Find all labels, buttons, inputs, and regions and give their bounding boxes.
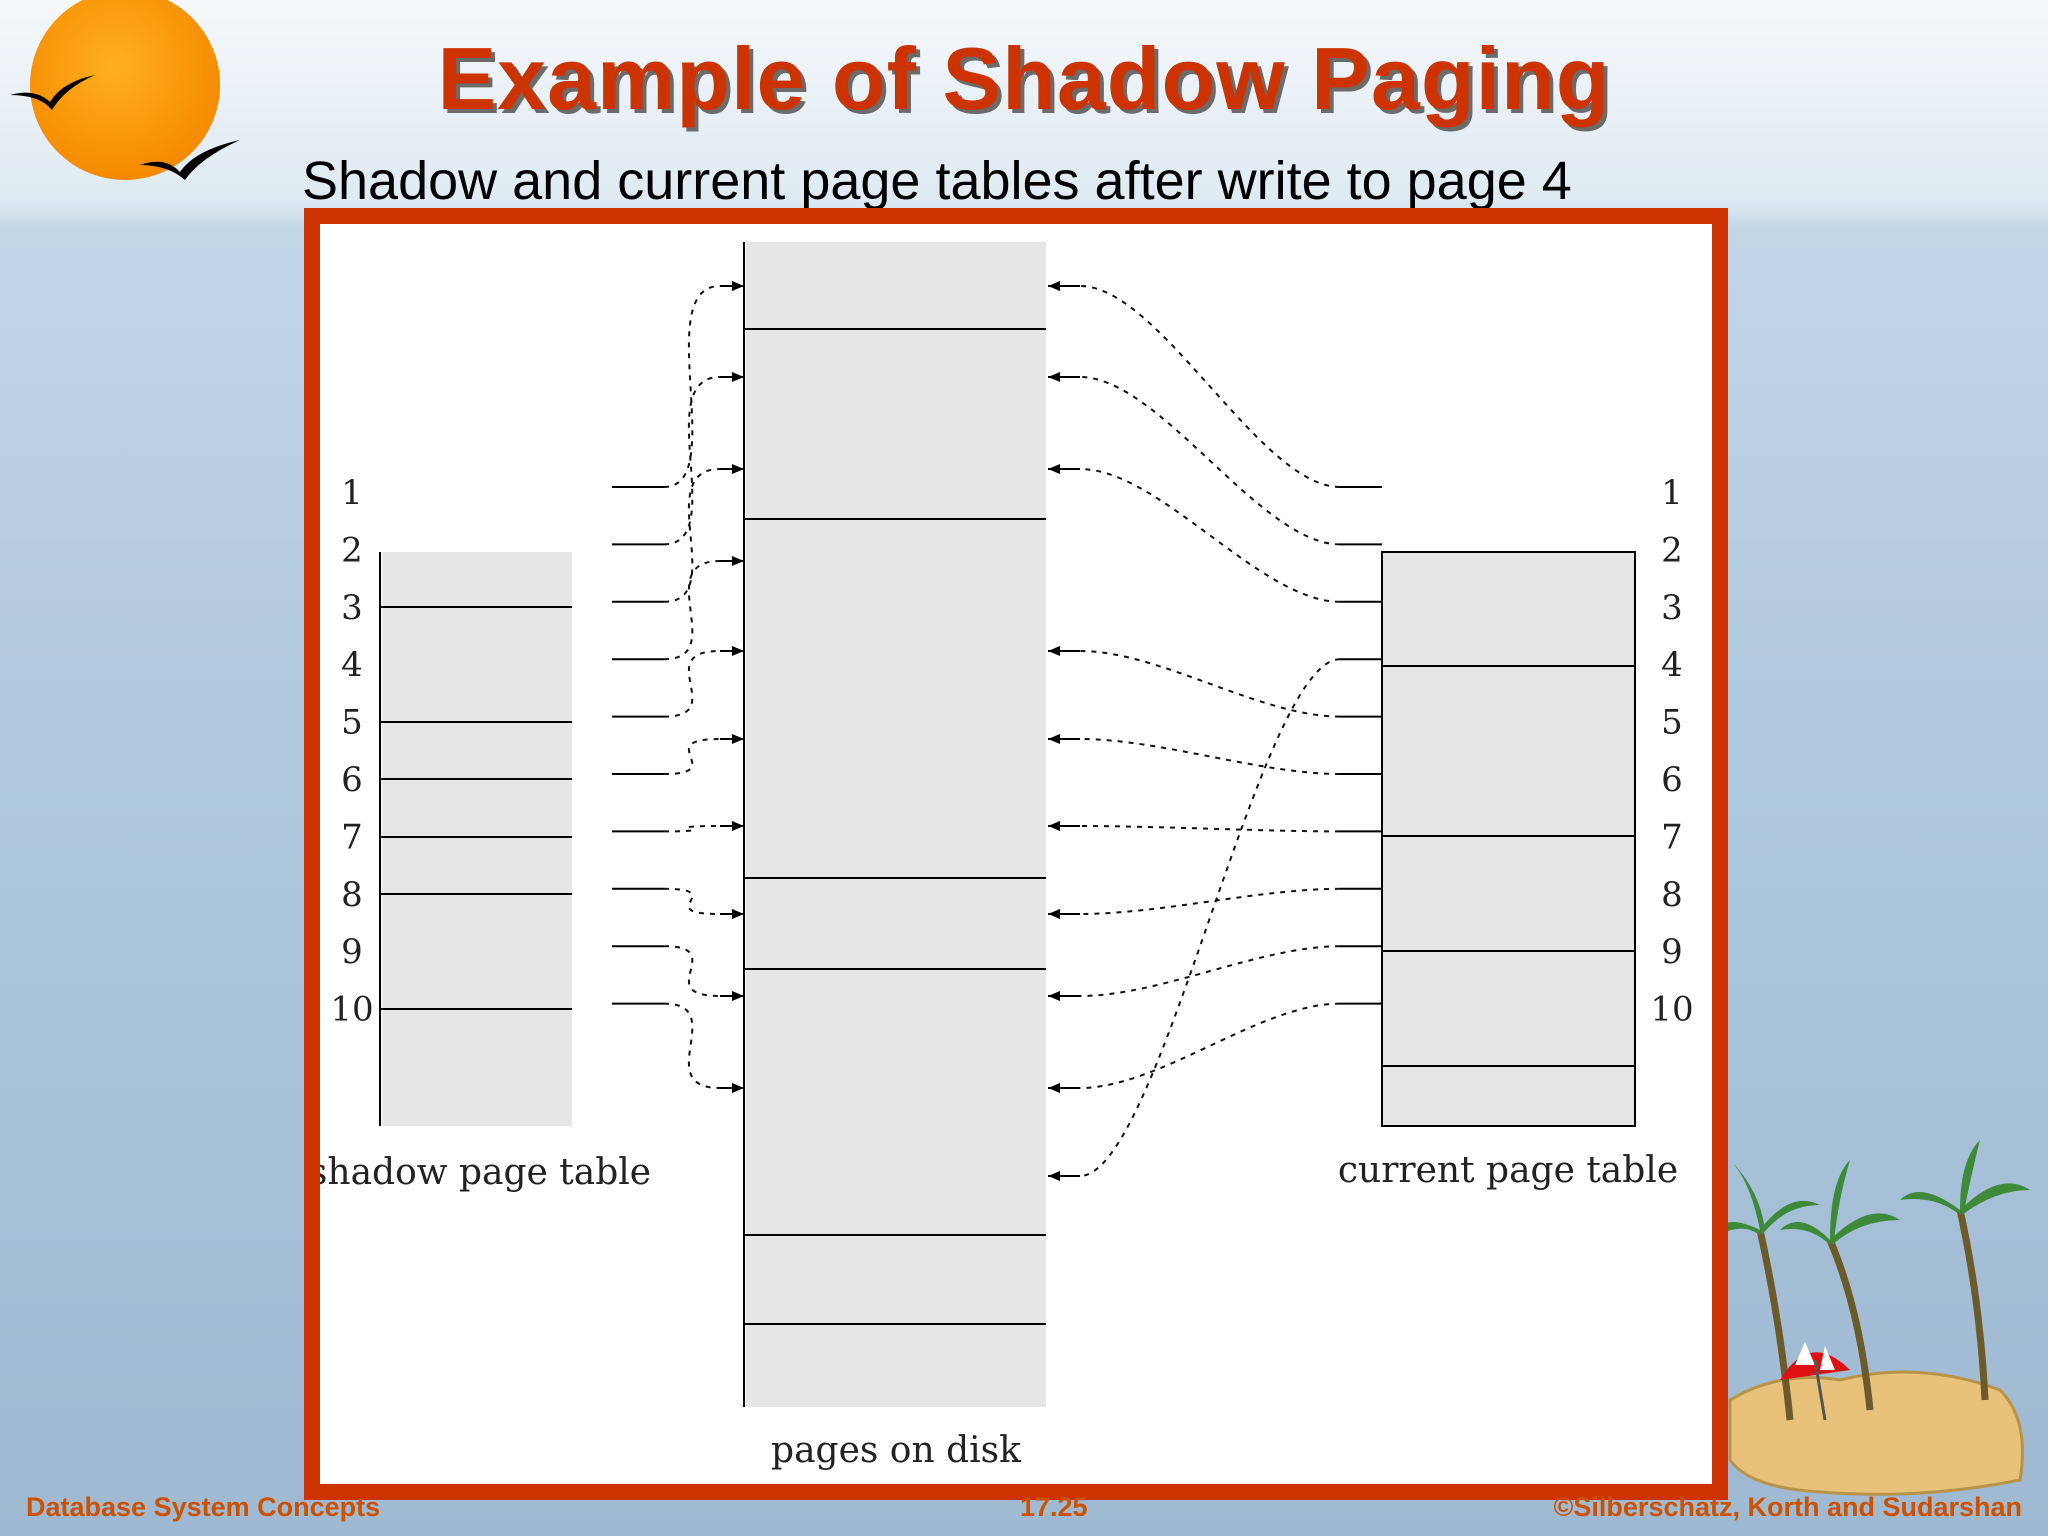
arrowhead-icon [732, 464, 744, 474]
current-row-number: 8 [1661, 875, 1683, 915]
shadow-pointer-curve [663, 825, 721, 833]
shadow-row-number: 7 [341, 817, 363, 857]
current-row-number: 10 [1650, 990, 1693, 1030]
arrowhead-icon [1048, 821, 1060, 831]
current-pointer-curve [1079, 376, 1341, 546]
current-row-number: 9 [1661, 932, 1683, 972]
shadow-row-number: 10 [330, 990, 373, 1030]
shadow-row-number: 9 [341, 932, 363, 972]
footer-right: ©Silberschatz, Korth and Sudarshan [1553, 1492, 2022, 1522]
slide-subtitle: Shadow and current page tables after wri… [302, 151, 1572, 211]
arrowhead-icon [732, 556, 744, 566]
shadow-pointer-curve [663, 468, 721, 603]
shadow-pointer-curve [663, 738, 721, 775]
arrowhead-icon [732, 821, 744, 831]
arrowhead-icon [732, 734, 744, 744]
arrowhead-icon [1048, 909, 1060, 919]
arrowhead-icon [1048, 1171, 1060, 1181]
current-pointer-curve [1079, 1002, 1341, 1089]
shadow-pointer-curve [663, 285, 721, 488]
slide-title: Example of Shadow Paging [437, 29, 1611, 128]
footer-left: Database System Concepts [26, 1492, 381, 1522]
current-table-label: current page table [1338, 1150, 1678, 1191]
current-row-number: 4 [1661, 645, 1683, 685]
footer-page-number: 17.25 [1020, 1492, 1088, 1522]
arrowhead-icon [732, 646, 744, 656]
current-pointer-curve [1079, 285, 1341, 488]
current-row-number: 7 [1661, 817, 1683, 857]
current-pointer-curve [1079, 738, 1341, 775]
shadow-row-number: 6 [341, 760, 363, 800]
arrowhead-icon [732, 909, 744, 919]
arrowhead-icon [1048, 1083, 1060, 1093]
arrowhead-icon [1048, 991, 1060, 1001]
current-table-body [1381, 551, 1636, 1127]
current-pointer-curve [1079, 658, 1341, 1177]
arrowhead-icon [1048, 281, 1060, 291]
shadow-table-label: shadow page table [320, 1152, 651, 1193]
shadow-paging-diagram: 1 2 3 4 5 6 7 8 9 10 shadow page table pages on dis… [309, 242, 1694, 1471]
current-row-number: 5 [1661, 703, 1683, 743]
arrowhead-icon [1048, 646, 1060, 656]
shadow-pointer-curve [663, 945, 721, 997]
shadow-row-number: 3 [341, 588, 363, 628]
current-pointer-curve [1079, 945, 1341, 997]
arrowhead-icon [732, 991, 744, 1001]
disk-label: pages on disk [771, 1430, 1022, 1471]
current-pointer-curve [1079, 825, 1341, 833]
arrowhead-icon [732, 281, 744, 291]
arrowhead-icon [732, 1083, 744, 1093]
shadow-pointer-curve [663, 560, 721, 661]
arrowhead-icon [1048, 464, 1060, 474]
current-pointer-curve [1079, 468, 1341, 603]
sun-logo-icon [10, 0, 240, 180]
current-row-number: 2 [1661, 530, 1683, 570]
current-row-number: 6 [1661, 760, 1683, 800]
current-row-number: 3 [1661, 588, 1683, 628]
bird-icon [140, 140, 240, 180]
arrowhead-icon [732, 372, 744, 382]
arrowhead-icon [1048, 734, 1060, 744]
disk-body [746, 242, 1046, 1407]
diagram-frame: 1 2 3 4 5 6 7 8 9 10 shadow page table pages on dis… [304, 208, 1728, 1500]
current-pointer-curve [1079, 887, 1341, 915]
shadow-pointer-curve [663, 650, 721, 718]
shadow-pointer-curve [663, 887, 721, 915]
bird-icon [10, 75, 95, 110]
current-row-number: 1 [1661, 473, 1683, 513]
palm-island-icon [1720, 1140, 2030, 1496]
arrowhead-icon [1048, 372, 1060, 382]
shadow-row-number: 8 [341, 875, 363, 915]
shadow-table-body [382, 552, 572, 1126]
current-pointer-curve [1079, 650, 1341, 718]
shadow-pointer-curve [663, 1002, 721, 1089]
shadow-row-number: 2 [341, 530, 363, 570]
shadow-row-number: 5 [341, 703, 363, 743]
shadow-row-number: 1 [341, 473, 363, 513]
shadow-pointer-curve [663, 376, 721, 546]
shadow-row-number: 4 [341, 645, 363, 685]
